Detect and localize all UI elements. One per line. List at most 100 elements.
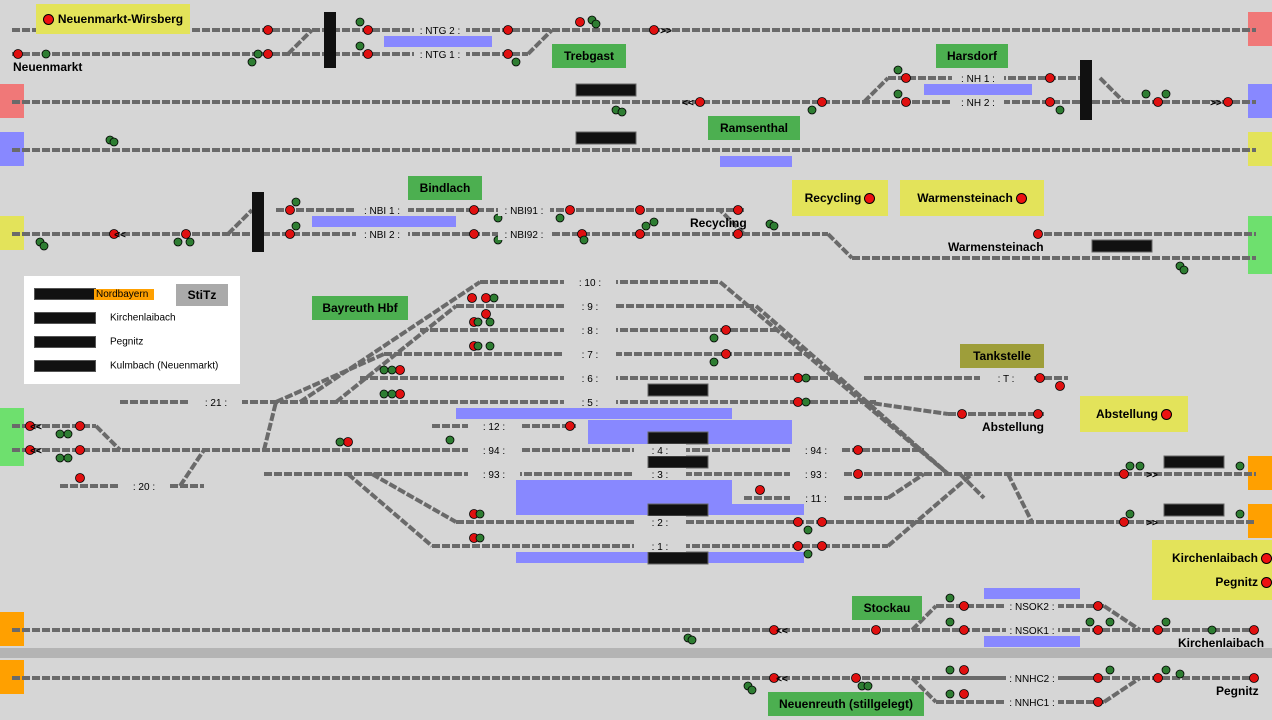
- signal-red-icon[interactable]: [1223, 97, 1233, 107]
- signal-red-icon[interactable]: [565, 421, 575, 431]
- station-harsdorf[interactable]: Harsdorf: [936, 44, 1008, 68]
- direction-marker[interactable]: <<: [30, 422, 42, 433]
- station-tankstelle[interactable]: Tankstelle: [960, 344, 1044, 368]
- signal-green-icon[interactable]: [63, 453, 73, 463]
- signal-green-icon[interactable]: [335, 437, 345, 447]
- signal-red-icon[interactable]: [733, 205, 743, 215]
- signal-green-icon[interactable]: [1175, 669, 1185, 679]
- signal-green-icon[interactable]: [649, 217, 659, 227]
- signal-red-icon[interactable]: [1093, 697, 1103, 707]
- signal-green-icon[interactable]: [485, 317, 495, 327]
- signal-green-icon[interactable]: [1179, 265, 1189, 275]
- edge-connector-blue-right[interactable]: [1248, 84, 1272, 118]
- signal-green-icon[interactable]: [1085, 617, 1095, 627]
- signal-green-icon[interactable]: [801, 373, 811, 383]
- direction-marker[interactable]: >>: [1210, 98, 1222, 109]
- signal-red-icon[interactable]: [635, 205, 645, 215]
- signal-green-icon[interactable]: [1105, 665, 1115, 675]
- signal-red-icon[interactable]: [793, 517, 803, 527]
- signal-red-icon[interactable]: [817, 97, 827, 107]
- signal-green-icon[interactable]: [1125, 461, 1135, 471]
- signal-red-icon[interactable]: [1249, 673, 1259, 683]
- signal-green-icon[interactable]: [387, 389, 397, 399]
- signal-red-icon[interactable]: [109, 229, 119, 239]
- signal-green-icon[interactable]: [555, 213, 565, 223]
- signal-red-icon[interactable]: [721, 325, 731, 335]
- signal-red-icon[interactable]: [793, 541, 803, 551]
- signal-red-icon[interactable]: [503, 25, 513, 35]
- signal-red-icon[interactable]: [1035, 373, 1045, 383]
- signal-red-icon[interactable]: [901, 97, 911, 107]
- signal-red-icon[interactable]: [503, 49, 513, 59]
- signal-green-icon[interactable]: [863, 681, 873, 691]
- signal-green-icon[interactable]: [803, 549, 813, 559]
- signal-green-icon[interactable]: [1235, 461, 1245, 471]
- signal-red-icon[interactable]: [1045, 97, 1055, 107]
- signal-red-icon[interactable]: [343, 437, 353, 447]
- direction-marker[interactable]: >>: [1146, 518, 1158, 529]
- signal-green-icon[interactable]: [475, 533, 485, 543]
- signal-green-icon[interactable]: [41, 49, 51, 59]
- signal-green-icon[interactable]: [687, 635, 697, 645]
- station-box-abstellung[interactable]: Abstellung: [1080, 396, 1188, 432]
- signal-red-icon[interactable]: [363, 25, 373, 35]
- signal-red-icon[interactable]: [959, 665, 969, 675]
- signal-red-icon[interactable]: [75, 445, 85, 455]
- edge-connector-red-right[interactable]: [1248, 12, 1272, 46]
- station-box-neuenmarkt-wirsberg[interactable]: Neuenmarkt-Wirsberg: [36, 4, 190, 34]
- signal-green-icon[interactable]: [801, 397, 811, 407]
- signal-green-icon[interactable]: [473, 317, 483, 327]
- signal-green-icon[interactable]: [893, 89, 903, 99]
- signal-red-icon[interactable]: [635, 229, 645, 239]
- direction-marker[interactable]: >>: [1146, 470, 1158, 481]
- signal-red-icon[interactable]: [467, 293, 477, 303]
- signal-red-icon[interactable]: [75, 421, 85, 431]
- signal-red-icon[interactable]: [75, 473, 85, 483]
- direction-marker[interactable]: <<: [682, 98, 694, 109]
- signal-red-icon[interactable]: [853, 469, 863, 479]
- signal-green-icon[interactable]: [291, 221, 301, 231]
- signal-green-icon[interactable]: [579, 235, 589, 245]
- signal-red-icon[interactable]: [1055, 381, 1065, 391]
- signal-green-icon[interactable]: [709, 333, 719, 343]
- signal-red-icon[interactable]: [1033, 409, 1043, 419]
- signal-green-icon[interactable]: [485, 341, 495, 351]
- signal-green-icon[interactable]: [807, 105, 817, 115]
- signal-red-icon[interactable]: [285, 229, 295, 239]
- signal-red-icon[interactable]: [1153, 97, 1163, 107]
- signal-green-icon[interactable]: [511, 57, 521, 67]
- signal-green-icon[interactable]: [185, 237, 195, 247]
- signal-red-icon[interactable]: [395, 365, 405, 375]
- direction-marker[interactable]: >>: [660, 26, 672, 37]
- legend-item[interactable]: Kirchenlaibach: [34, 312, 176, 326]
- direction-marker[interactable]: <<: [776, 626, 788, 637]
- signal-red-icon[interactable]: [469, 205, 479, 215]
- signal-green-icon[interactable]: [1161, 617, 1171, 627]
- signal-green-icon[interactable]: [1125, 509, 1135, 519]
- signal-red-icon[interactable]: [959, 601, 969, 611]
- signal-green-icon[interactable]: [769, 221, 779, 231]
- signal-green-icon[interactable]: [387, 365, 397, 375]
- station-trebgast[interactable]: Trebgast: [552, 44, 626, 68]
- signal-red-icon[interactable]: [1045, 73, 1055, 83]
- signal-red-icon[interactable]: [901, 73, 911, 83]
- signal-green-icon[interactable]: [945, 665, 955, 675]
- signal-red-icon[interactable]: [959, 625, 969, 635]
- legend-item[interactable]: Pegnitz: [34, 336, 143, 350]
- signal-red-icon[interactable]: [793, 397, 803, 407]
- edge-connector-yellow-right[interactable]: [1248, 132, 1272, 166]
- signal-green-icon[interactable]: [617, 107, 627, 117]
- signal-green-icon[interactable]: [591, 19, 601, 29]
- signal-red-icon[interactable]: [285, 205, 295, 215]
- signal-green-icon[interactable]: [747, 685, 757, 695]
- signal-green-icon[interactable]: [1161, 665, 1171, 675]
- signal-red-icon[interactable]: [481, 293, 491, 303]
- signal-red-icon[interactable]: [755, 485, 765, 495]
- signal-red-icon[interactable]: [469, 229, 479, 239]
- signal-red-icon[interactable]: [13, 49, 23, 59]
- signal-green-icon[interactable]: [1141, 89, 1151, 99]
- signal-red-icon[interactable]: [817, 517, 827, 527]
- signal-red-icon[interactable]: [853, 445, 863, 455]
- signal-green-icon[interactable]: [475, 509, 485, 519]
- signal-red-icon[interactable]: [793, 373, 803, 383]
